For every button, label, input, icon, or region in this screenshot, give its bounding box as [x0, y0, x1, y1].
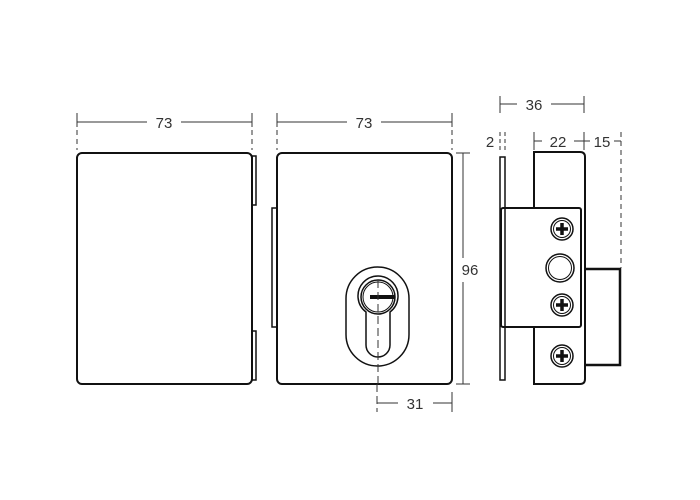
left-tab-top: [251, 155, 257, 206]
front-view: [271, 152, 453, 385]
knob: [545, 253, 575, 283]
side-view: [499, 151, 622, 385]
lock-body: [533, 151, 586, 385]
dim-left-width: 73: [156, 115, 173, 132]
front-body: [276, 152, 453, 385]
dim-front-width: 73: [356, 115, 373, 132]
screw-icon: [550, 344, 574, 368]
dim-latch-projection: 15: [594, 134, 611, 151]
dimension-labels: 73 73 96 31 36 2 22 15: [156, 97, 611, 413]
dim-plate-thickness: 2: [486, 134, 494, 151]
screw-icon: [550, 217, 574, 241]
screws: [550, 217, 574, 368]
latch-bolt: [585, 267, 622, 367]
front-tab: [271, 207, 278, 328]
dim-body-depth: 22: [550, 134, 567, 151]
left-body: [76, 152, 253, 385]
dim-side-depth: 36: [526, 97, 543, 114]
clamp-bracket: [500, 207, 582, 328]
dimension-lines: [76, 96, 622, 412]
screw-icon: [550, 293, 574, 317]
left-tab-bottom: [251, 330, 257, 381]
left-view: [76, 152, 257, 385]
dim-cylinder-offset: 31: [407, 396, 424, 413]
dim-height: 96: [462, 262, 479, 279]
